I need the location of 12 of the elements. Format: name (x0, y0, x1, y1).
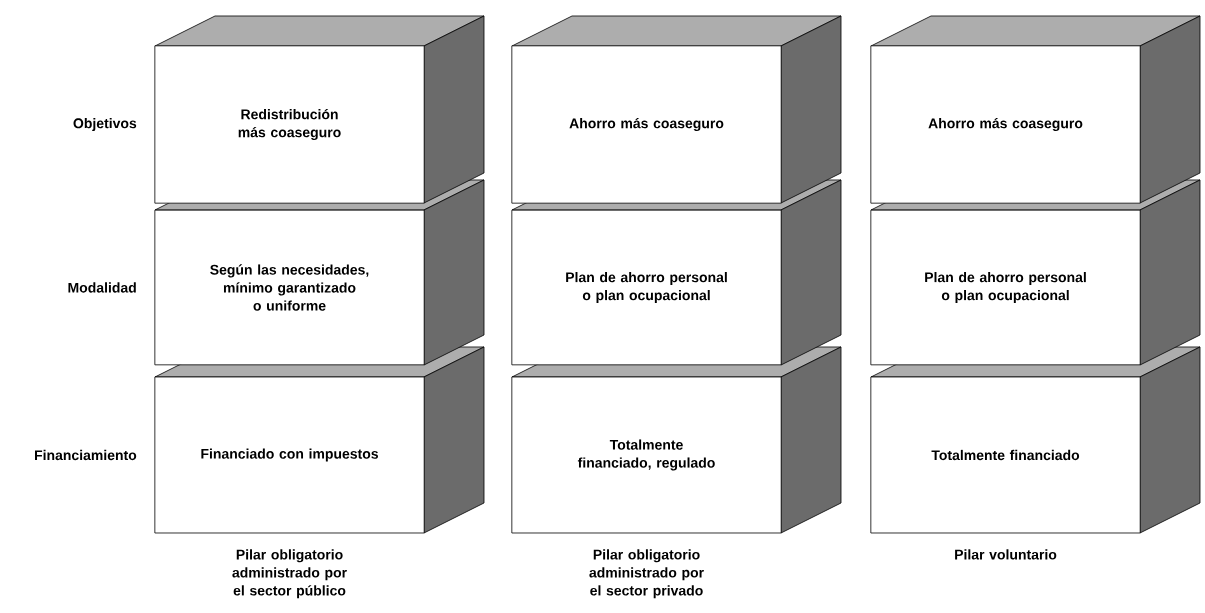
cube-box: Totalmente financiado, regulado (511, 346, 842, 534)
row-label: Objetivos (73, 117, 137, 131)
cube-box: Financiado con impuestos (154, 346, 485, 534)
cube-box: Totalmente financiado (870, 346, 1201, 534)
cube-box: Ahorro más coaseguro (511, 15, 842, 204)
column-caption: Pilar obligatorio administrado por el sector público (232, 549, 347, 599)
row-label: Modalidad (68, 282, 136, 293)
column-caption: Pilar voluntario (955, 549, 1057, 560)
column-caption: Pilar obligatorio administrado por el sector privado (589, 549, 704, 599)
cube-box: Ahorro más coaseguro (870, 15, 1201, 204)
cube-box: Redistribución más coaseguro (154, 15, 485, 204)
row-label: Financiamiento (35, 449, 137, 461)
